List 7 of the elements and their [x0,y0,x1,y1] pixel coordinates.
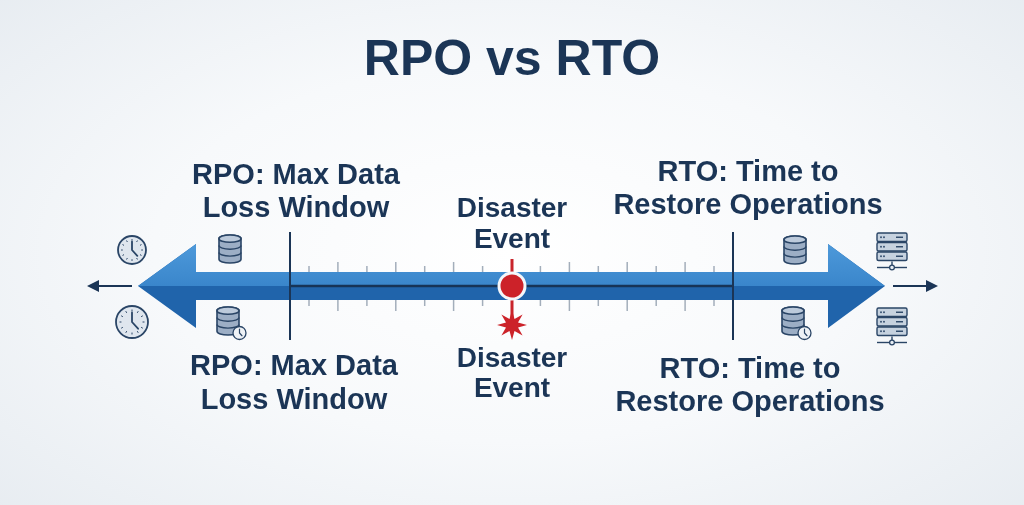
timeline-label: RPO: Max Data Loss Window [191,158,401,224]
timeline-label: RPO: Max Data Loss Window [189,348,399,416]
title: RPO vs RTO [362,33,662,83]
timeline-label: RTO: Time to Restore Operations [614,352,886,418]
event-label: Disaster Event [455,343,569,403]
timeline-label: RTO: Time to Restore Operations [612,155,884,221]
event-label: Disaster Event [455,192,569,254]
